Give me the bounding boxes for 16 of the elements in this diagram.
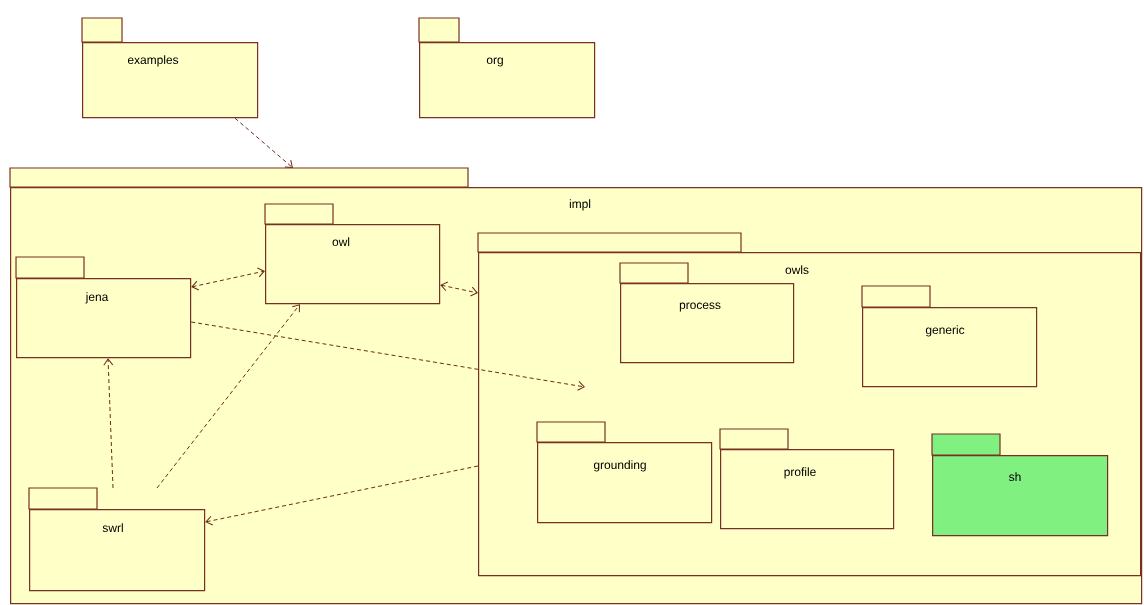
package-box: swrl (28, 487, 206, 592)
arrow (156, 304, 300, 489)
package-box: generic (861, 285, 1038, 388)
package-box: grounding (536, 421, 713, 524)
arrow (234, 117, 293, 168)
arrow (103, 358, 114, 489)
arrow (191, 267, 265, 291)
package-box: org (418, 17, 596, 119)
package-box: examples (81, 17, 259, 119)
package-box: jena (15, 256, 192, 359)
package-box: sh (931, 433, 1109, 537)
package-box: owl (264, 203, 441, 305)
arrow (205, 465, 479, 526)
arrow (440, 281, 478, 297)
arrow (190, 321, 585, 391)
package-box: profile (719, 428, 895, 530)
